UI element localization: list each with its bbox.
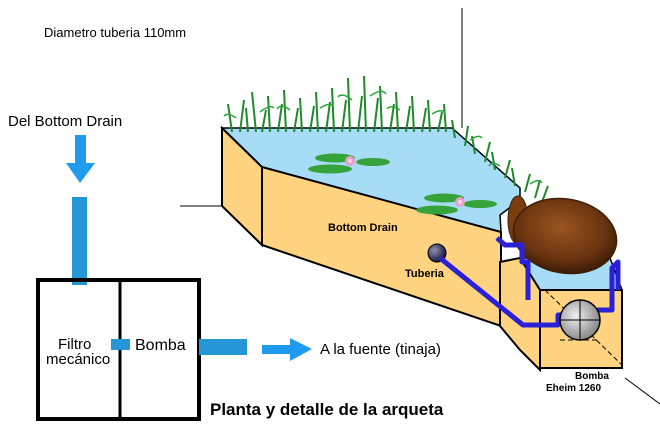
bottom-drain-label: Bottom Drain (328, 222, 398, 234)
pump-label-line2: Eheim 1260 (546, 383, 602, 394)
from-bottom-drain-label: Del Bottom Drain (8, 113, 123, 130)
inlet-pipe (72, 197, 87, 285)
outflow-arrow (262, 338, 312, 361)
lily-pads (308, 153, 497, 215)
outlet-pipe (199, 339, 247, 355)
connector-pipe (111, 339, 130, 350)
caption: Planta y detalle de la arqueta (210, 400, 444, 419)
filter-label-line1: Filtro (58, 336, 92, 353)
pipe-diameter-label: Diametro tuberia 110mm (44, 25, 187, 40)
to-fountain-label: A la fuente (tinaja) (320, 341, 441, 358)
lily-flowers (345, 156, 465, 207)
pump-label-line1: Bomba (575, 371, 609, 382)
plants (227, 75, 549, 203)
inflow-arrow (66, 135, 95, 183)
guide-line-right (624, 377, 660, 405)
pipe-label: Tuberia (405, 268, 444, 280)
pump-chamber-label: Bomba (135, 337, 186, 354)
plant-leaves (223, 90, 543, 185)
filter-label-line2: mecánico (46, 351, 111, 368)
rock-large (512, 197, 618, 275)
hidden-edge (544, 289, 623, 366)
